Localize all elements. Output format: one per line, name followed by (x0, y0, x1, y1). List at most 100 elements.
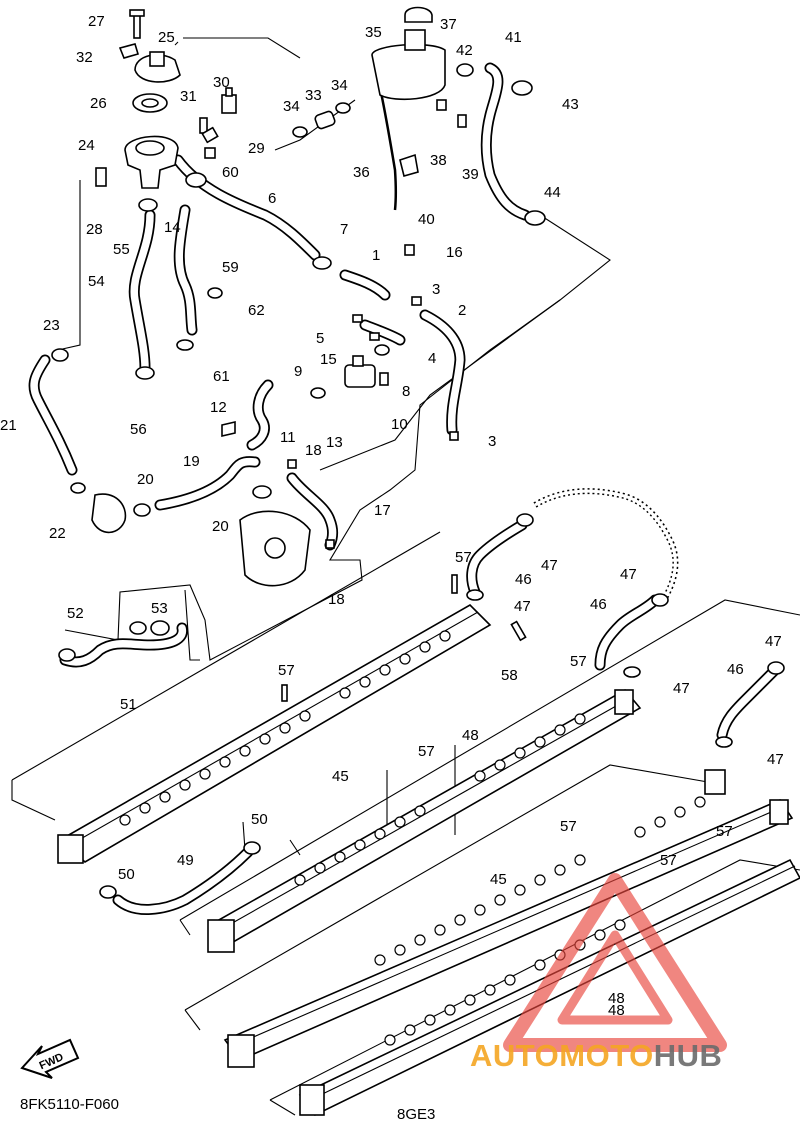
callout-label: 8 (402, 383, 410, 400)
callout-label: 18 (328, 591, 345, 608)
sensor-30 (221, 87, 237, 114)
callout-label: 24 (78, 137, 95, 154)
callout-label: 47 (767, 751, 784, 768)
callout-label: 35 (365, 24, 382, 41)
bolt-38 (436, 99, 447, 111)
callout-label: 15 (320, 351, 337, 368)
callout-labels: 1233456789101112131415161718181920202122… (0, 13, 784, 1019)
callout-label: 5 (316, 330, 324, 347)
callout-label: 53 (151, 600, 168, 617)
callout-label: 28 (86, 221, 103, 238)
clamp-3b (449, 431, 459, 441)
callout-label: 50 (118, 866, 135, 883)
hose-46a (466, 519, 528, 598)
radiator-plate-45b (223, 769, 794, 1068)
callout-label: 22 (49, 525, 66, 542)
thermostat-26 (132, 93, 168, 113)
thermostat-housing-24 (124, 135, 179, 189)
callout-label: 46 (515, 571, 532, 588)
cap-37 (404, 6, 433, 23)
callout-label: 44 (544, 184, 561, 201)
small-parts (51, 6, 785, 899)
callout-label: 58 (501, 667, 518, 684)
watermark-logo: 48 (503, 873, 727, 1052)
clamp-62 (207, 287, 223, 299)
callout-label: 38 (430, 152, 447, 169)
clamp-47e (767, 661, 785, 675)
callout-label: 61 (213, 368, 230, 385)
callout-label: 46 (727, 661, 744, 678)
hoses (28, 62, 781, 915)
clamp-8 (374, 344, 390, 356)
watermark-brand: AUTOMOTOHUB (470, 1038, 722, 1074)
pump-housing (239, 510, 311, 587)
pipe-outline-top (533, 488, 679, 600)
callout-label: 14 (164, 219, 181, 236)
clamp-53 (129, 620, 170, 636)
callout-label: 52 (67, 605, 84, 622)
callout-label: 46 (590, 596, 607, 613)
cover-small (91, 493, 127, 534)
sleeve-33 (314, 110, 336, 130)
clamp-55 (138, 198, 158, 212)
callout-label: 47 (514, 598, 531, 615)
bolt-27 (129, 9, 145, 39)
hose-51 (59, 622, 188, 668)
clamp-22 (70, 482, 86, 494)
bolt-16 (404, 244, 415, 256)
callout-label: 48 (462, 727, 479, 744)
clamp-34b (335, 102, 351, 114)
clamp-61 (176, 339, 194, 351)
clamp-50a (99, 885, 117, 899)
radiator-plate-45a (57, 604, 492, 864)
cap-25 (134, 51, 181, 83)
callout-label: 26 (90, 95, 107, 112)
callout-label: 33 (305, 87, 322, 104)
clamp-5 (352, 314, 363, 323)
callout-label: 37 (440, 16, 457, 33)
callout-label: 7 (340, 221, 348, 238)
radiator-plate-48a (207, 688, 642, 953)
callout-label: 56 (130, 421, 147, 438)
hose-36 (378, 87, 397, 211)
clip-12 (221, 420, 236, 438)
callout-label: 18 (305, 442, 322, 459)
clamp-52 (58, 648, 76, 662)
watermark-logo-label: 48 (608, 990, 625, 1007)
callout-label: 42 (456, 42, 473, 59)
clamp-20a (133, 503, 151, 517)
callout-label: 47 (541, 557, 558, 574)
callout-label: 1 (372, 247, 380, 264)
clamp-14 (185, 172, 207, 188)
hose-19 (154, 456, 261, 511)
callout-label: 36 (353, 164, 370, 181)
callout-label: 10 (391, 416, 408, 433)
callout-label: 20 (212, 518, 229, 535)
callout-label: 57 (418, 743, 435, 760)
clamp-47b (466, 589, 484, 601)
clamp-18a (287, 459, 297, 469)
valve-9-10 (344, 355, 389, 388)
hose-59 (173, 204, 198, 336)
callout-label: 40 (418, 211, 435, 228)
callout-label: 57 (660, 852, 677, 869)
callout-label: 47 (765, 633, 782, 650)
fitting-57b (281, 684, 288, 702)
callout-label: 12 (210, 399, 227, 416)
callout-label: 34 (331, 77, 348, 94)
callout-label: 47 (620, 566, 637, 583)
plug-28 (95, 167, 107, 187)
hose-4 (359, 319, 406, 346)
callout-label: 21 (0, 417, 17, 434)
callout-label: 55 (113, 241, 130, 258)
clamp-47c (651, 593, 669, 607)
reservoir-35 (371, 29, 446, 101)
boundary-lines (11, 37, 800, 1116)
callout-label: 57 (716, 823, 733, 840)
watermark-text-a: AUTOMOTO (470, 1038, 654, 1073)
clamp-23 (51, 348, 69, 362)
callout-label: 45 (332, 768, 349, 785)
callout-label: 20 (137, 471, 154, 488)
hose-46c (716, 664, 781, 741)
clamp-50b (243, 841, 261, 855)
